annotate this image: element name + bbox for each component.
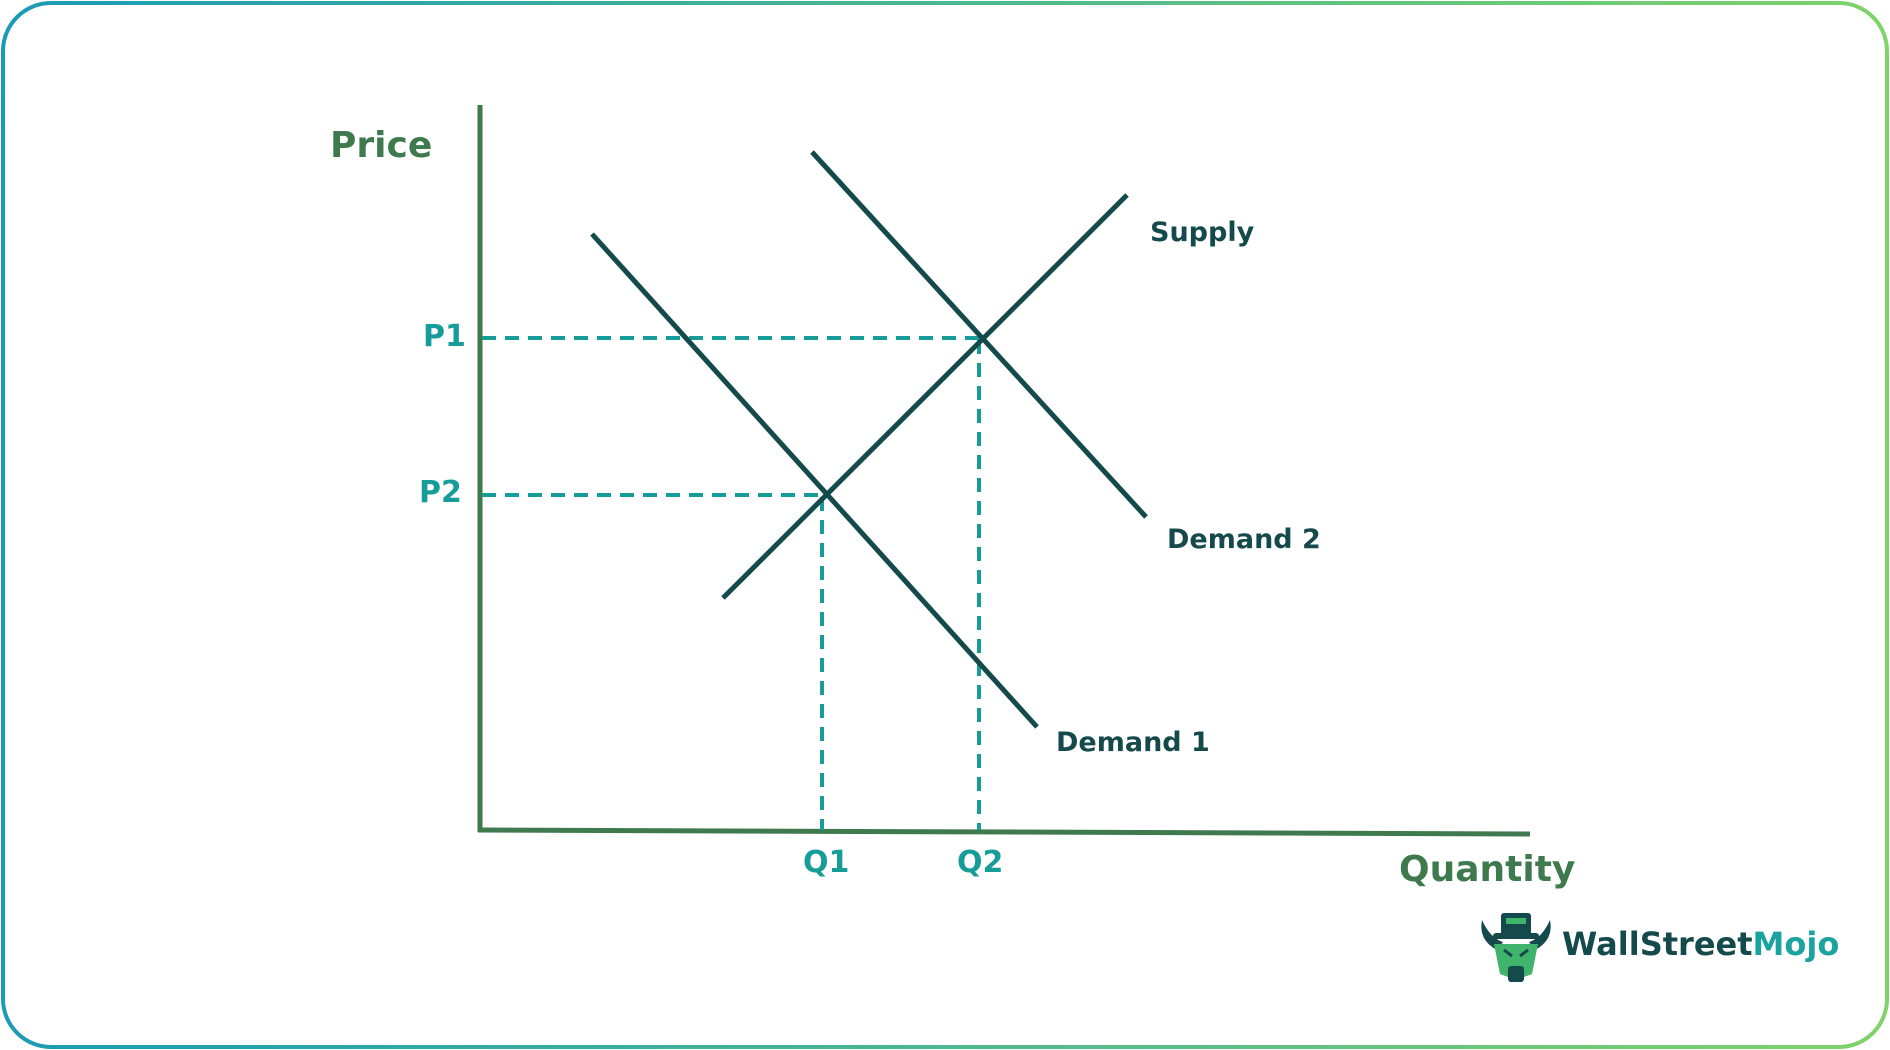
demand2-curve <box>810 150 1148 519</box>
q2-label: Q2 <box>957 845 1003 880</box>
brand-name: WallStreetMojo <box>1562 925 1839 963</box>
bull-mascot-icon <box>1481 913 1551 982</box>
x-axis <box>477 827 1531 837</box>
p1-label: P1 <box>423 319 466 354</box>
q1-label: Q1 <box>803 845 849 880</box>
brand-name-part1: WallStreet <box>1562 925 1753 963</box>
demand1-label: Demand 1 <box>1056 727 1210 758</box>
brand-name-part2: Mojo <box>1753 925 1840 963</box>
demand2-label: Demand 2 <box>1167 524 1321 555</box>
x-axis-label: Quantity <box>1399 849 1575 890</box>
y-axis-label: Price <box>330 125 432 166</box>
demand1-curve <box>590 232 1039 729</box>
p2-label: P2 <box>419 475 462 510</box>
supply-label: Supply <box>1150 217 1255 248</box>
wallstreetmojo-logo: WallStreetMojo <box>1481 913 1839 982</box>
supply-curve <box>721 193 1129 600</box>
